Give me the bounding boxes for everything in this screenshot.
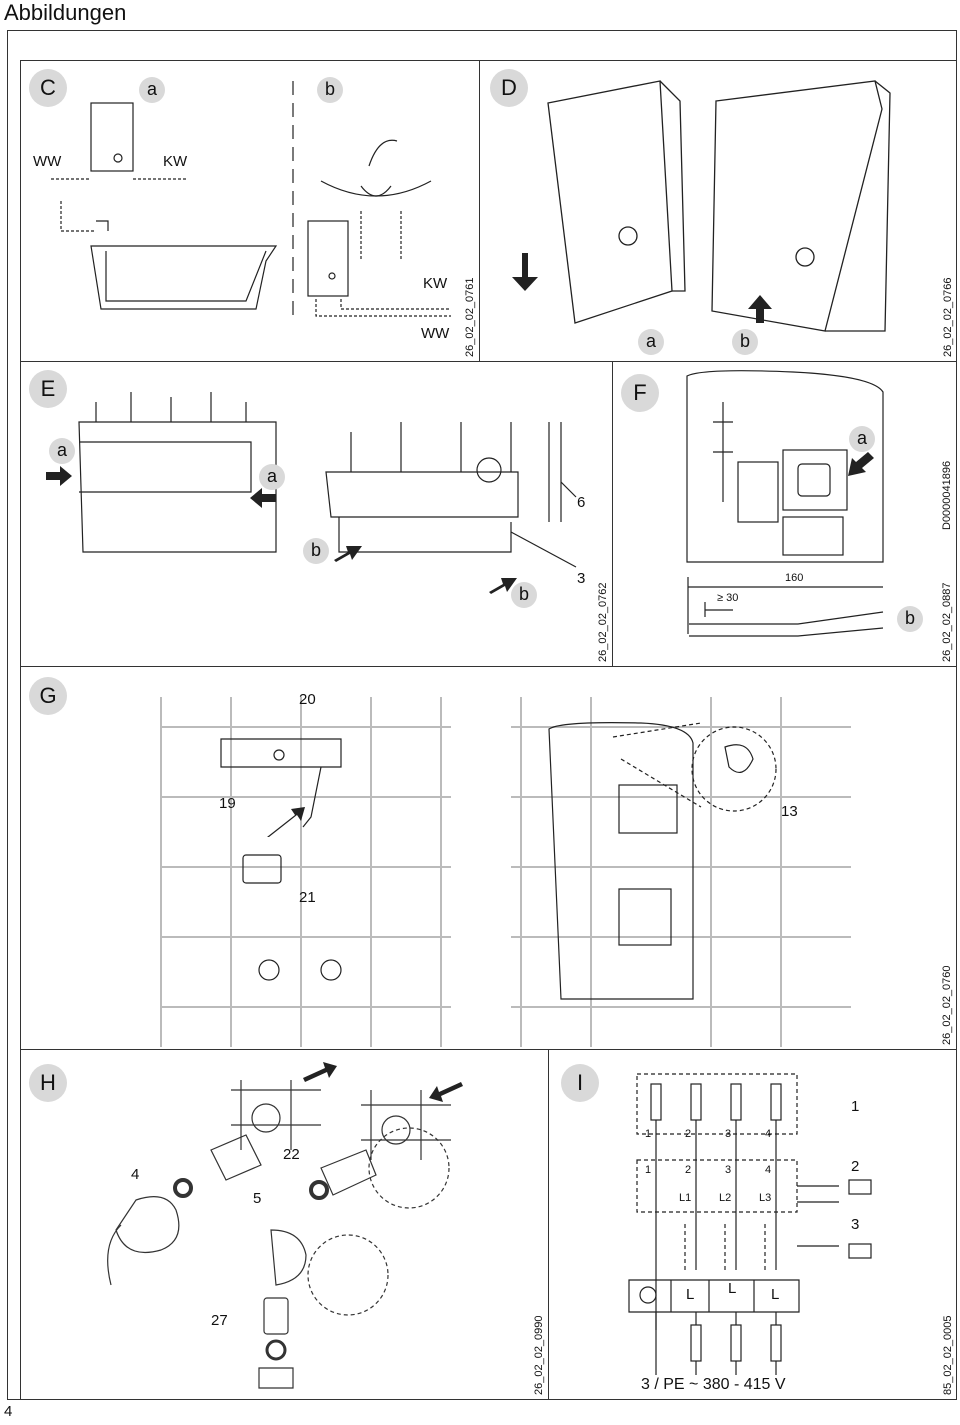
panel-e-sub-b1: b <box>303 538 329 564</box>
panel-f-code-top: D0000041896 <box>941 460 953 530</box>
panel-d-code: 26_02_02_0766 <box>942 277 954 357</box>
panel-i-label-l3: L3 <box>759 1192 772 1204</box>
panel-i-terminal-bottom-1: 1 <box>645 1164 652 1176</box>
page-title: Abbildungen <box>4 0 127 25</box>
panel-g-drawing <box>160 697 851 1047</box>
panel-e-letter: E <box>29 370 67 408</box>
panel-i-terminal-top-1: 1 <box>645 1128 652 1140</box>
panel-i-code: 85_02_02_0005 <box>942 1315 954 1395</box>
panel-d-drawing <box>512 80 891 332</box>
panel-i-phase-l-c: L <box>771 1286 780 1303</box>
panel-i-terminal-bottom-2: 2 <box>685 1164 692 1176</box>
panel-f-sub-b: b <box>897 606 923 632</box>
panel-e-drawing <box>46 392 577 594</box>
panel-d-letter: D <box>490 69 528 107</box>
panel-e-code: 26_02_02_0762 <box>597 582 609 662</box>
panel-i-callout-2: 2 <box>851 1158 860 1175</box>
panel-g-callout-21: 21 <box>299 889 316 906</box>
panel-g-callout-19: 19 <box>219 795 236 812</box>
panel-e: E a a b b 6 3 26_02_02_0762 <box>20 361 613 667</box>
panel-i-letter: I <box>561 1064 599 1102</box>
panel-c-kw-label: KW <box>163 153 188 170</box>
panel-i-terminal-top-4: 4 <box>765 1128 772 1140</box>
panel-f-drawing <box>686 370 884 637</box>
panel-g-callout-20: 20 <box>299 691 316 708</box>
panel-i-callout-1: 1 <box>851 1098 860 1115</box>
panel-f-dim-30: ≥ 30 <box>717 592 739 604</box>
panel-h-callout-5: 5 <box>253 1190 262 1207</box>
panel-i-label-l2: L2 <box>719 1192 732 1204</box>
panel-h-drawing <box>107 1062 463 1389</box>
panel-h-letter: H <box>29 1064 67 1102</box>
panel-c: C a b WW KW KW WW 26_02_02_0761 <box>20 60 480 362</box>
panel-c-kw-label-2: KW <box>423 275 448 292</box>
panel-e-sub-b2: b <box>511 582 537 608</box>
panel-i-terminal-bottom-4: 4 <box>765 1164 772 1176</box>
panel-d-sub-a: a <box>638 329 664 355</box>
panel-f-sub-a: a <box>849 426 875 452</box>
panel-c-letter: C <box>29 69 67 107</box>
panel-g-letter: G <box>29 677 67 715</box>
panel-i-voltage: 3 / PE ~ 380 - 415 V <box>641 1376 786 1393</box>
panel-h-callout-22: 22 <box>283 1146 300 1163</box>
panel-i-terminal-top-2: 2 <box>685 1128 692 1140</box>
panel-i-terminal-bottom-3: 3 <box>725 1164 732 1176</box>
panel-f-code: 26_02_02_0887 <box>941 582 953 662</box>
panel-g-code: 26_02_02_0760 <box>941 965 953 1045</box>
panel-e-callout-3: 3 <box>577 570 586 587</box>
panel-i-phase-l-b: L <box>728 1280 737 1297</box>
panel-c-ww-label: WW <box>33 153 62 170</box>
panel-d-sub-b: b <box>732 329 758 355</box>
panel-i-label-l1: L1 <box>679 1192 692 1204</box>
panel-h-callout-27: 27 <box>211 1312 228 1329</box>
page-number: 4 <box>4 1403 13 1420</box>
panel-e-sub-a2: a <box>259 464 285 490</box>
panel-g-callout-13: 13 <box>781 803 798 820</box>
panel-g: G 20 19 21 13 26_02_02_0760 <box>20 666 957 1050</box>
panel-e-callout-6: 6 <box>577 494 586 511</box>
panel-c-code: 26_02_02_0761 <box>464 277 476 357</box>
panel-i-drawing <box>628 1073 872 1375</box>
panel-i-terminal-top-3: 3 <box>725 1128 732 1140</box>
panel-i-callout-3: 3 <box>851 1216 860 1233</box>
panel-c-ww-label-2: WW <box>421 325 450 342</box>
panel-f-letter: F <box>621 374 659 412</box>
panel-f-dim-160: 160 <box>785 572 804 584</box>
panel-f: F a b 160 ≥ 30 D0000041896 26_02_02_0887 <box>612 361 957 667</box>
panel-c-drawing <box>51 81 451 317</box>
panel-h: H 4 22 5 27 26_02_02_0990 <box>20 1049 549 1400</box>
panel-c-sub-a: a <box>139 77 165 103</box>
panel-d: D a b 26_02_02_0766 <box>479 60 957 362</box>
panel-h-code: 26_02_02_0990 <box>533 1315 545 1395</box>
panel-h-callout-4: 4 <box>131 1166 140 1183</box>
panel-e-sub-a1: a <box>49 438 75 464</box>
panel-c-sub-b: b <box>317 77 343 103</box>
panel-i-phase-l-a: L <box>686 1286 695 1303</box>
panel-i: I 1 2 3 1 2 3 4 1 2 3 4 L1 L2 L3 L L L 3… <box>548 1049 957 1400</box>
